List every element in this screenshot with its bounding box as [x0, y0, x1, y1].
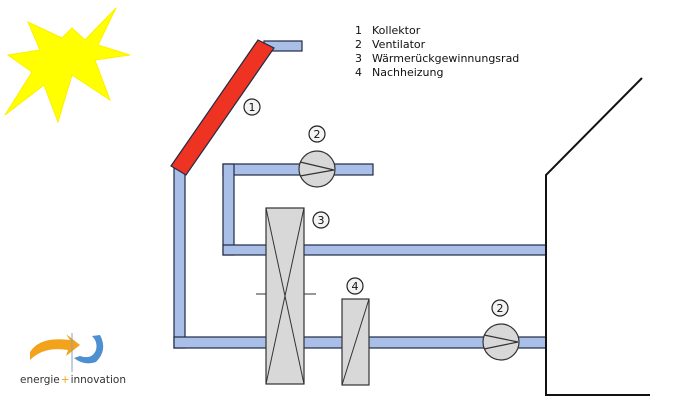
solar-collector — [170, 39, 275, 176]
svg-text:2: 2 — [497, 302, 504, 315]
logo-blue-swoosh-icon — [74, 335, 104, 364]
svg-text:energie+innovation: energie+innovation — [20, 374, 126, 386]
callout-wheel: 3 — [312, 211, 330, 229]
legend-label: Kollektor — [372, 24, 421, 37]
heat-recovery-wheel — [256, 207, 316, 385]
legend-num: 3 — [355, 52, 362, 65]
callout-heater: 4 — [346, 277, 364, 295]
sun-icon — [4, 7, 131, 124]
legend-num: 4 — [355, 66, 362, 79]
svg-text:1: 1 — [249, 101, 256, 114]
legend-label: Nachheizung — [372, 66, 443, 79]
exhaust-duct-top — [222, 163, 374, 176]
post-heater — [341, 298, 370, 386]
svg-text:3: 3 — [318, 214, 325, 227]
legend-label: Ventilator — [372, 38, 426, 51]
legend-label: Wärmerückgewinnungsrad — [372, 52, 519, 65]
logo-orange-swoosh-icon — [30, 334, 80, 360]
callout-fan-top: 2 — [308, 125, 326, 143]
svg-text:4: 4 — [352, 280, 359, 293]
supply-duct-vertical — [173, 167, 186, 349]
callout-fan-bottom: 2 — [491, 299, 509, 317]
fan-bottom — [482, 323, 520, 361]
exhaust-duct-vertical — [222, 163, 235, 256]
legend-num: 1 — [355, 24, 362, 37]
callout-collector: 1 — [243, 98, 261, 116]
fan-top — [298, 150, 336, 188]
house-outline — [545, 77, 650, 396]
legend: 1 Kollektor 2 Ventilator 3 Wärmerückgewi… — [355, 24, 519, 79]
legend-num: 2 — [355, 38, 362, 51]
energie-innovation-logo: energie+innovation — [20, 333, 126, 386]
svg-text:2: 2 — [314, 128, 321, 141]
